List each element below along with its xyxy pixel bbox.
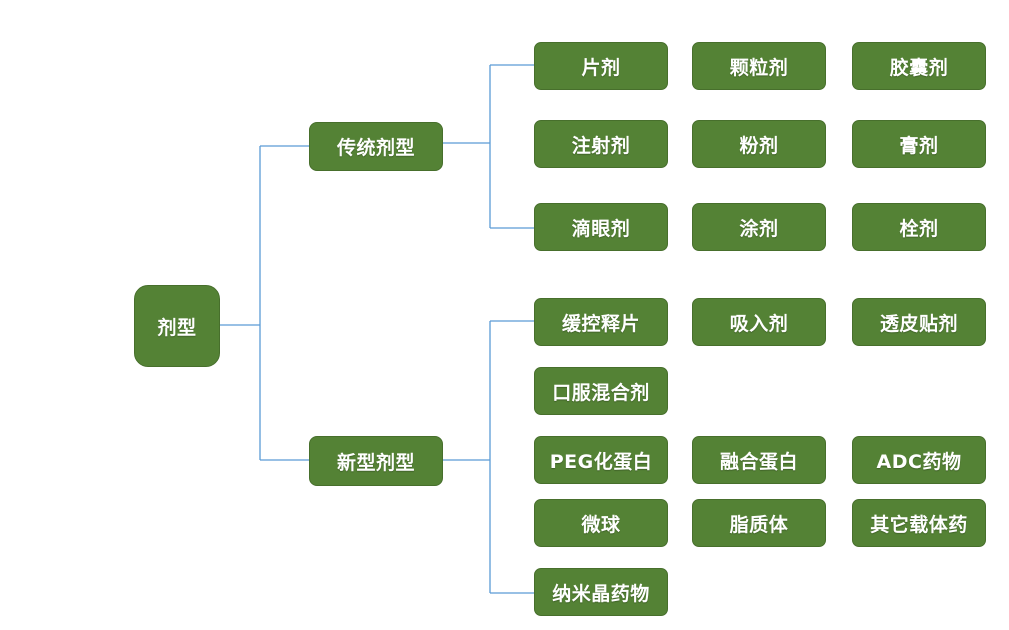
branch-new: 新型剂型: [309, 436, 443, 486]
leaf-node: PEG化蛋白: [534, 436, 668, 484]
leaf-node: 膏剂: [852, 120, 986, 168]
leaf-node: 片剂: [534, 42, 668, 90]
leaf-node: 胶囊剂: [852, 42, 986, 90]
leaf-node: 粉剂: [692, 120, 826, 168]
leaf-node: 脂质体: [692, 499, 826, 547]
root-node: 剂型: [134, 285, 220, 367]
leaf-node: ADC药物: [852, 436, 986, 484]
branch-traditional: 传统剂型: [309, 122, 443, 171]
leaf-node: 栓剂: [852, 203, 986, 251]
leaf-node: 口服混合剂: [534, 367, 668, 415]
leaf-node: 微球: [534, 499, 668, 547]
leaf-node: 颗粒剂: [692, 42, 826, 90]
leaf-node: 融合蛋白: [692, 436, 826, 484]
leaf-node: 吸入剂: [692, 298, 826, 346]
leaf-node: 涂剂: [692, 203, 826, 251]
leaf-node: 其它载体药: [852, 499, 986, 547]
leaf-node: 纳米晶药物: [534, 568, 668, 616]
leaf-node: 透皮贴剂: [852, 298, 986, 346]
leaf-node: 缓控释片: [534, 298, 668, 346]
leaf-node: 注射剂: [534, 120, 668, 168]
leaf-node: 滴眼剂: [534, 203, 668, 251]
